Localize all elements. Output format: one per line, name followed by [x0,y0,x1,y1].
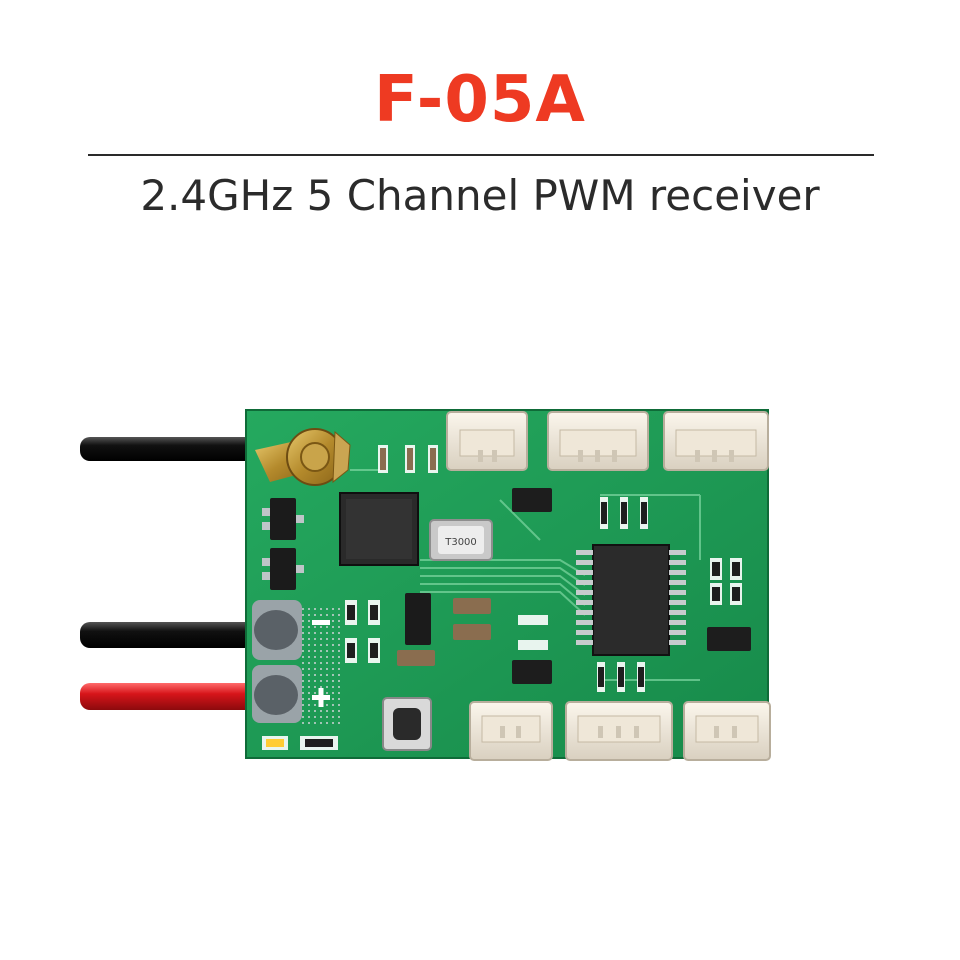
crystal-oscillator [429,519,493,561]
polarity-markings [302,605,342,725]
divider-line [88,154,874,156]
servo-connectors-top [446,411,769,471]
negative-wire [80,622,260,648]
wires [80,437,260,710]
mcu-chip [592,544,670,656]
positive-wire [80,683,260,710]
product-subtitle: 2.4GHz 5 Channel PWM receiver [140,171,820,220]
power-solder-pads [252,600,302,723]
pcb: T3000 [245,409,771,761]
rf-chip [339,492,419,566]
crystal-marking: T3000 [444,537,477,548]
antenna-wire [80,437,260,461]
passive-components [262,445,742,750]
bind-button [382,697,432,751]
product-title: F-05A [374,63,586,137]
antenna-connector [255,428,351,486]
